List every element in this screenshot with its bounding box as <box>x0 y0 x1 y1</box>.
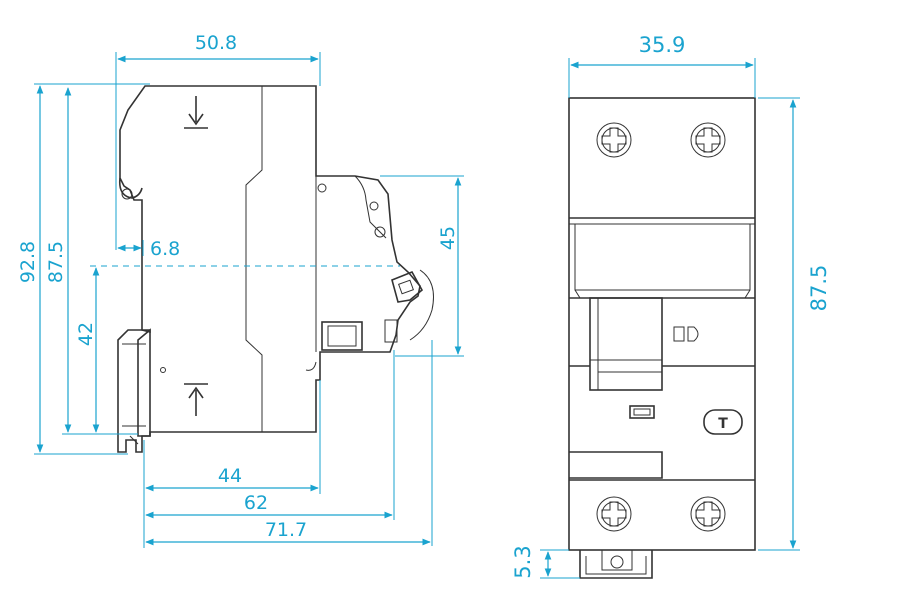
dim-5-3: 5.3 <box>511 545 535 578</box>
side-toggle-lever <box>391 270 424 303</box>
side-window <box>321 321 363 351</box>
dim-92-8: 92.8 <box>17 241 39 283</box>
front-status-window <box>629 405 655 419</box>
front-view: T <box>568 97 756 579</box>
test-button-label: T <box>718 416 728 432</box>
side-test-tab <box>384 319 398 343</box>
front-lower-step <box>569 451 663 479</box>
side-toggle-cap <box>398 279 414 295</box>
side-lever-body <box>354 175 387 239</box>
front-toggle-handle <box>589 297 663 391</box>
side-dimensions: 50.8 92.8 87.5 42 6.8 45 44 62 71.7 <box>17 32 464 548</box>
front-dimensions: 35.9 87.5 5.3 <box>511 33 831 579</box>
side-din-clip <box>117 329 151 453</box>
front-din-clip <box>579 550 653 579</box>
side-window-inner <box>327 325 357 347</box>
dim-87-5-side: 87.5 <box>45 241 67 283</box>
dim-71-7: 71.7 <box>265 519 307 541</box>
dim-6-8: 6.8 <box>150 238 180 260</box>
side-pivot-1 <box>317 183 327 193</box>
side-din-clip-inner <box>122 343 146 445</box>
terminal-screw-bottom-right-icon <box>690 496 726 532</box>
side-inner-step <box>245 86 263 432</box>
terminal-screw-bottom-left-icon <box>596 496 632 532</box>
side-terminal-arrow-top <box>184 96 208 129</box>
front-clip-hole <box>610 555 624 569</box>
dim-50-8: 50.8 <box>195 32 237 54</box>
front-housing <box>568 97 756 551</box>
dim-87-5-front: 87.5 <box>807 265 831 312</box>
dim-42: 42 <box>75 322 97 346</box>
side-terminal-arrow-bottom <box>184 383 208 416</box>
side-bottom-notch <box>305 361 317 371</box>
terminal-screw-top-right-icon <box>690 122 726 158</box>
side-top-clip-hole <box>121 188 133 200</box>
side-housing-outline <box>119 85 421 437</box>
dim-35-9: 35.9 <box>639 33 686 57</box>
side-pivot-3 <box>374 226 386 238</box>
front-recess <box>569 223 755 299</box>
front-indicator <box>673 326 699 342</box>
dim-45: 45 <box>437 226 459 250</box>
dim-62: 62 <box>244 492 268 514</box>
side-toggle-arc <box>409 269 434 341</box>
test-button[interactable]: T <box>703 409 743 435</box>
terminal-screw-top-left-icon <box>596 122 632 158</box>
side-clip-dot <box>160 367 166 373</box>
side-view <box>117 85 434 453</box>
side-top-clip <box>118 177 143 199</box>
side-pivot-2 <box>369 201 379 211</box>
dim-44: 44 <box>218 465 242 487</box>
